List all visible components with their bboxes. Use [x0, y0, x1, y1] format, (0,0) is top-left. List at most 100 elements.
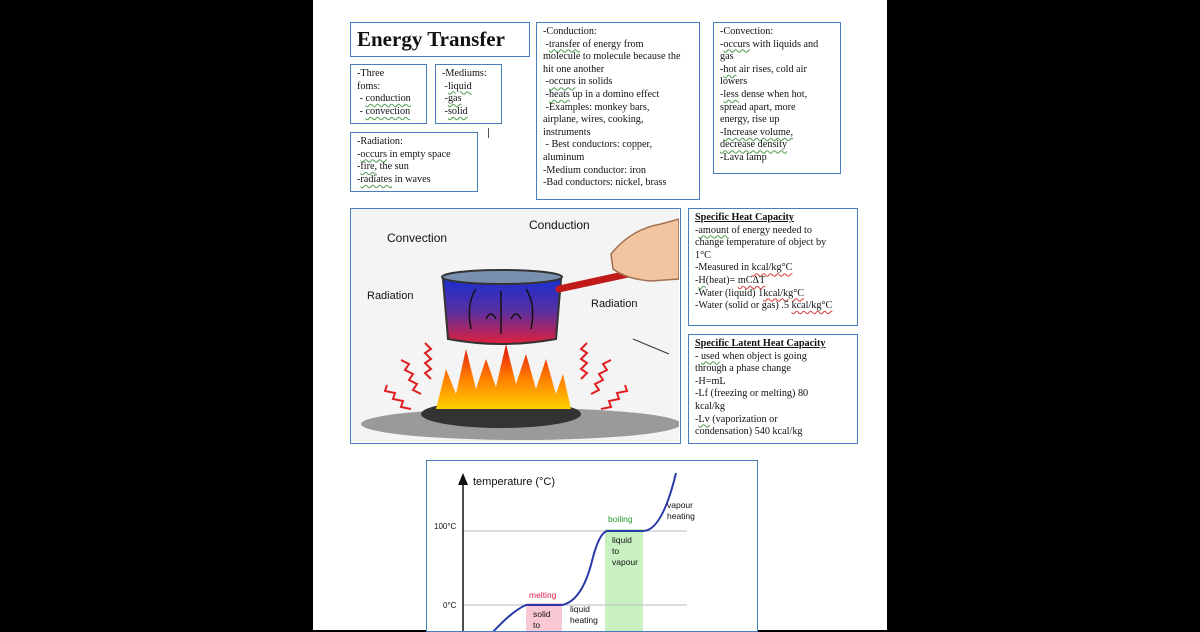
- label-liquid-to-vapour: to: [612, 546, 619, 556]
- label-liquid-heating: heating: [570, 615, 598, 625]
- document-page: Energy Transfer -Three foms: - conductio…: [313, 0, 887, 632]
- label-convection: Convection: [387, 231, 447, 245]
- convection-arrows: [468, 288, 534, 334]
- conduction-text: up in a domino effect: [569, 88, 660, 100]
- conduction-line: aluminum: [543, 151, 585, 163]
- label-vapour: vapour: [667, 500, 693, 510]
- radiation-text: in empty space: [387, 148, 451, 160]
- boiling-band: [605, 529, 643, 631]
- radiation-word: radiates: [360, 173, 393, 185]
- label-radiation-right: Radiation: [591, 298, 637, 310]
- specific-heat-unit: kcal/kg°C: [763, 287, 805, 299]
- label-liquid-to-vapour: liquid: [612, 535, 632, 545]
- pot-shape: [441, 278, 563, 345]
- latent-heat-line: condensation) 540 kcal/kg: [695, 426, 803, 438]
- specific-heat-text: -Measured in: [695, 262, 752, 274]
- latent-heat-line: -Lf (freezing or melting) 80: [695, 388, 809, 400]
- radiation-text: the sun: [377, 161, 409, 173]
- text-cursor: [488, 128, 489, 138]
- convection-line: energy, rise up: [720, 114, 780, 126]
- heating-curve-graph: temperature (°C) 100°C 0°C boiling vapou…: [426, 460, 758, 632]
- heating-curve-svg: temperature (°C) 100°C 0°C boiling vapou…: [427, 461, 756, 631]
- diagram-illustration: Convection Conduction Radiation Radiatio…: [351, 209, 680, 442]
- latent-heat-word: Lv: [698, 413, 710, 425]
- conduction-box: -Conduction: -transfer of energy from mo…: [536, 22, 700, 200]
- radiation-text: in waves: [392, 173, 431, 185]
- label-heating: heating: [667, 511, 695, 521]
- latent-heat-word: used: [700, 350, 720, 362]
- conduction-word: heats: [548, 88, 570, 100]
- forms-line: foms:: [357, 80, 381, 92]
- mediums-head: -Mediums:: [442, 68, 487, 79]
- radiation-word: fire,: [360, 161, 378, 173]
- conduction-text: of energy from: [580, 38, 644, 50]
- specific-heat-box: Specific Heat Capacity -amount of energy…: [688, 208, 858, 326]
- specific-heat-text: (heat)=: [705, 274, 738, 286]
- y-axis-arrow: [458, 473, 468, 485]
- conduction-line: airplane, wires, cooking,: [543, 114, 644, 126]
- convection-line: spread apart, more: [720, 101, 796, 113]
- heating-curve-line: [492, 472, 677, 631]
- conduction-word: transfer: [548, 38, 581, 50]
- convection-word: occurs: [723, 38, 750, 50]
- convection-line: gas: [720, 51, 734, 63]
- convection-text: dense when hot,: [738, 88, 808, 100]
- pointer-line: [632, 338, 670, 355]
- title-text: Energy Transfer: [357, 27, 505, 51]
- heat-transfer-diagram: Convection Conduction Radiation Radiatio…: [350, 208, 681, 444]
- convection-text: with liquids and: [750, 38, 819, 50]
- forms-bullet: -: [357, 93, 366, 105]
- specific-heat-line: 1°C: [695, 249, 711, 261]
- specific-heat-unit: kcal/kg°C: [791, 300, 833, 312]
- forms-bullet: -: [357, 105, 366, 117]
- latent-heat-head: Specific Latent Heat Capacity: [695, 338, 826, 349]
- radiation-box: -Radiation: -occurs in empty space -fire…: [350, 132, 478, 192]
- conduction-word: occurs: [548, 76, 576, 88]
- convection-word: Increase volume,: [723, 126, 793, 138]
- specific-heat-line: change temperature of object by: [695, 237, 827, 249]
- tick-0: 0°C: [443, 601, 457, 610]
- mediums-box: -Mediums: -liquid -gas -solid: [435, 64, 502, 124]
- label-melting: melting: [529, 590, 557, 600]
- label-solid-to: to: [533, 620, 540, 630]
- radiation-word: occurs: [360, 148, 387, 160]
- latent-heat-text: when object is going: [719, 350, 807, 362]
- latent-heat-box: Specific Latent Heat Capacity - used whe…: [688, 334, 858, 444]
- conduction-head: -Conduction:: [543, 26, 597, 37]
- latent-heat-line: through a phase change: [695, 363, 791, 375]
- latent-heat-line: kcal/kg: [695, 400, 725, 412]
- convection-line: lowers: [720, 76, 748, 88]
- page-title: Energy Transfer: [350, 22, 530, 57]
- label-radiation-left: Radiation: [367, 290, 413, 302]
- convection-text: air rises, cold air: [736, 63, 807, 75]
- latent-heat-line: -H=mL: [695, 375, 726, 387]
- mediums-item: liquid: [447, 80, 472, 92]
- specific-heat-word: H: [698, 274, 706, 286]
- conduction-line: instruments: [543, 126, 591, 138]
- flame-shape: [436, 344, 571, 409]
- mediums-item: gas: [447, 93, 462, 105]
- label-liquid-to-vapour: vapour: [612, 557, 638, 567]
- tick-100: 100°C: [434, 522, 457, 531]
- graph-ylabel: temperature (°C): [473, 476, 555, 488]
- pot-rim: [441, 269, 563, 285]
- specific-heat-text: of energy needed to: [728, 224, 812, 236]
- melting-band: [526, 603, 562, 631]
- conduction-line: -Bad conductors: nickel, brass: [543, 177, 667, 189]
- radiation-head: -Radiation:: [357, 136, 403, 147]
- forms-box: -Three foms: - conduction - convection: [350, 64, 427, 124]
- conduction-line: hit one another: [543, 63, 605, 75]
- convection-line: -Lava lamp: [720, 151, 767, 163]
- latent-heat-text: (vaporization or: [709, 413, 778, 425]
- conduction-text: in solids: [575, 76, 613, 88]
- conduction-line: -Examples: monkey bars,: [543, 101, 650, 113]
- radiation-waves: [383, 342, 629, 410]
- forms-item: convection: [365, 105, 411, 117]
- convection-box: -Convection: -occurs with liquids and ga…: [713, 22, 841, 174]
- label-solid-to: solid: [533, 609, 551, 619]
- specific-heat-text: -Water (liquid) 1: [695, 287, 764, 299]
- specific-heat-text: -Water (solid or gas) .5: [695, 300, 792, 312]
- label-liquid-heating: liquid: [570, 604, 590, 614]
- label-boiling: boiling: [608, 514, 633, 524]
- forms-item: conduction: [365, 93, 411, 105]
